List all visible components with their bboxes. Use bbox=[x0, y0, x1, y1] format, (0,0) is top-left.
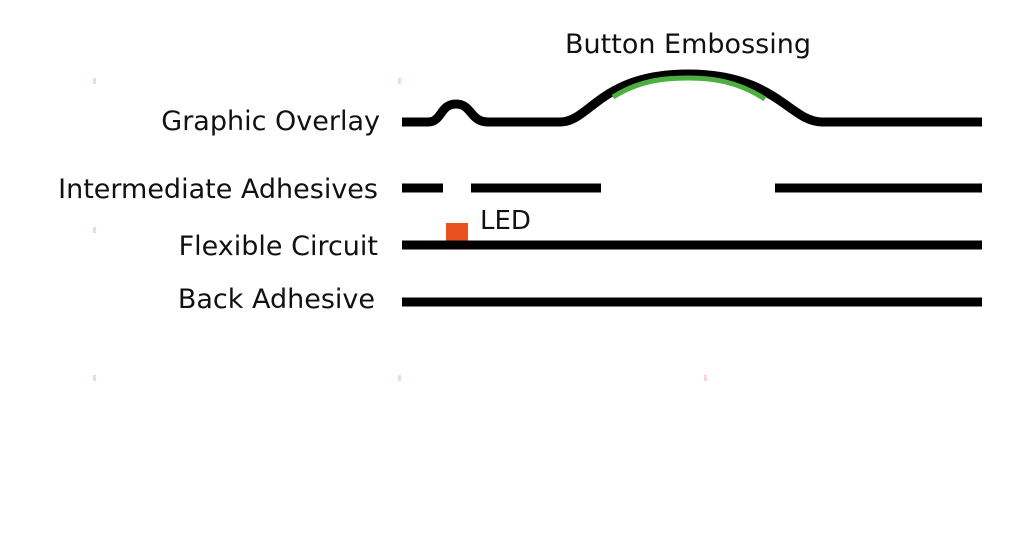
graphic-overlay-label: Graphic Overlay bbox=[161, 106, 380, 137]
flexible-circuit-label: Flexible Circuit bbox=[179, 231, 378, 262]
embossing-highlight-arc bbox=[611, 75, 767, 102]
intermediate-adhesives-label: Intermediate Adhesives bbox=[58, 174, 378, 205]
led-label: LED bbox=[480, 206, 531, 236]
button-embossing-label: Button Embossing bbox=[565, 29, 811, 60]
led-square bbox=[446, 223, 468, 242]
back-adhesive-label: Back Adhesive bbox=[178, 284, 375, 315]
graphic-overlay-line bbox=[402, 69, 982, 127]
watermark-marks bbox=[93, 78, 707, 381]
